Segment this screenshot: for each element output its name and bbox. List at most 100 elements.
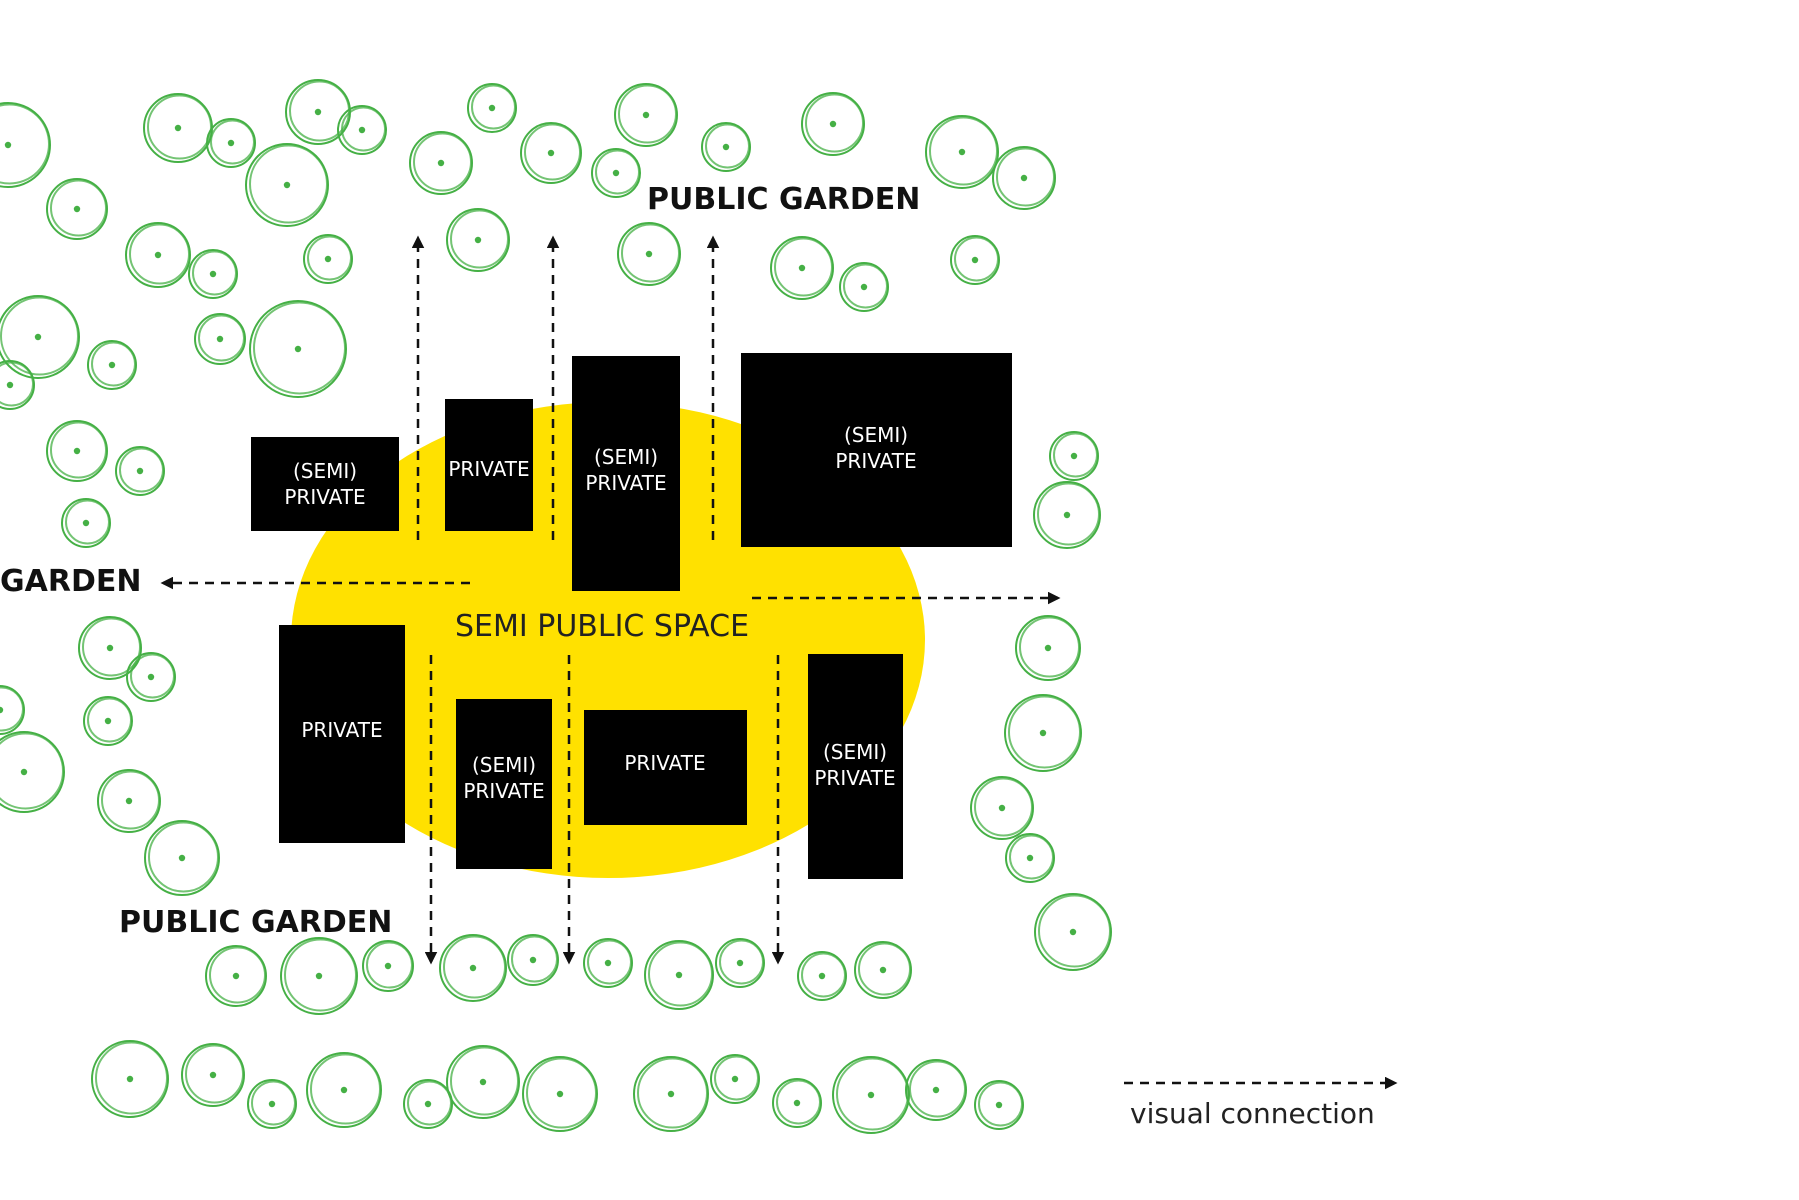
tree-icon bbox=[439, 934, 507, 1002]
block-label: PRIVATE bbox=[835, 449, 916, 473]
block-label: PRIVATE bbox=[448, 457, 529, 481]
block-semi-private: (SEMI) PRIVATE bbox=[456, 699, 552, 869]
tree-icon bbox=[1005, 833, 1055, 883]
tree-icon bbox=[715, 938, 765, 988]
tree-icon bbox=[701, 122, 751, 172]
tree-icon bbox=[247, 1079, 297, 1129]
tree-icon bbox=[770, 236, 834, 300]
tree-icon bbox=[520, 122, 582, 184]
tree-icon bbox=[403, 1079, 453, 1129]
legend-label: visual connection bbox=[1130, 1097, 1375, 1130]
tree-icon bbox=[249, 300, 347, 398]
building-blocks: (SEMI) PRIVATE PRIVATE (SEMI) PRIVATE (S… bbox=[251, 353, 1012, 879]
tree-icon bbox=[710, 1054, 760, 1104]
tree-icon bbox=[97, 769, 161, 833]
tree-icon bbox=[206, 118, 256, 168]
block-label: (SEMI) bbox=[472, 753, 536, 777]
block-private: PRIVATE bbox=[584, 710, 747, 825]
public-garden-label-top: PUBLIC GARDEN bbox=[647, 182, 920, 217]
block-label: PRIVATE bbox=[624, 751, 705, 775]
block-label: PRIVATE bbox=[585, 471, 666, 495]
tree-icon bbox=[797, 951, 847, 1001]
tree-icon bbox=[245, 143, 329, 227]
block-label: (SEMI) bbox=[293, 459, 357, 483]
block-label: PRIVATE bbox=[463, 779, 544, 803]
block-label: (SEMI) bbox=[594, 445, 658, 469]
tree-icon bbox=[801, 92, 865, 156]
tree-icon bbox=[992, 146, 1056, 210]
public-garden-label-bottom: PUBLIC GARDEN bbox=[119, 905, 392, 940]
tree-icon bbox=[181, 1043, 245, 1107]
tree-icon bbox=[1015, 615, 1081, 681]
block-label: PRIVATE bbox=[284, 485, 365, 509]
tree-icon bbox=[409, 131, 473, 195]
tree-icon bbox=[644, 940, 714, 1010]
tree-icon bbox=[0, 685, 25, 735]
tree-icon bbox=[83, 696, 133, 746]
tree-icon bbox=[854, 941, 912, 999]
tree-icon bbox=[285, 79, 351, 145]
tree-icon bbox=[925, 115, 999, 189]
tree-icon bbox=[1004, 694, 1082, 772]
tree-icon bbox=[617, 222, 681, 286]
tree-icon bbox=[950, 235, 1000, 285]
public-garden-label-left: GARDEN bbox=[0, 564, 141, 599]
tree-icon bbox=[303, 234, 353, 284]
tree-icon bbox=[1049, 431, 1099, 481]
tree-icon bbox=[91, 1040, 169, 1118]
block-label: PRIVATE bbox=[301, 718, 382, 742]
tree-icon bbox=[306, 1052, 382, 1128]
tree-icon bbox=[143, 93, 213, 163]
tree-icon bbox=[772, 1078, 822, 1128]
tree-icon bbox=[115, 446, 165, 496]
tree-icon bbox=[467, 83, 517, 133]
block-semi-private: (SEMI) PRIVATE bbox=[741, 353, 1012, 547]
tree-icon bbox=[1034, 893, 1112, 971]
block-semi-private: (SEMI) PRIVATE bbox=[808, 654, 903, 879]
tree-icon bbox=[61, 498, 111, 548]
tree-icon bbox=[0, 731, 65, 813]
block-label: (SEMI) bbox=[844, 423, 908, 447]
tree-icon bbox=[970, 776, 1034, 840]
tree-icon bbox=[0, 102, 51, 188]
tree-icon bbox=[87, 340, 137, 390]
tree-icon bbox=[188, 249, 238, 299]
tree-icon bbox=[0, 295, 80, 379]
tree-icon bbox=[0, 360, 35, 410]
tree-icon bbox=[583, 938, 633, 988]
tree-icon bbox=[839, 262, 889, 312]
trees-layer bbox=[0, 79, 1112, 1134]
block-semi-private: (SEMI) PRIVATE bbox=[572, 356, 680, 591]
tree-icon bbox=[1033, 481, 1101, 549]
tree-icon bbox=[205, 945, 267, 1007]
tree-icon bbox=[446, 1045, 520, 1119]
tree-icon bbox=[633, 1056, 709, 1132]
block-label: (SEMI) bbox=[823, 740, 887, 764]
tree-icon bbox=[46, 178, 108, 240]
tree-icon bbox=[591, 148, 641, 198]
tree-icon bbox=[126, 652, 176, 702]
block-label: PRIVATE bbox=[814, 766, 895, 790]
tree-icon bbox=[280, 937, 358, 1015]
tree-icon bbox=[337, 105, 387, 155]
tree-icon bbox=[832, 1056, 910, 1134]
block-private: PRIVATE bbox=[445, 399, 533, 531]
tree-icon bbox=[522, 1056, 598, 1132]
tree-icon bbox=[507, 934, 559, 986]
tree-icon bbox=[974, 1080, 1024, 1130]
block-semi-private: (SEMI) PRIVATE bbox=[251, 437, 399, 531]
tree-icon bbox=[905, 1059, 967, 1121]
legend: visual connection bbox=[1124, 1076, 1398, 1130]
tree-icon bbox=[614, 83, 678, 147]
tree-icon bbox=[78, 616, 142, 680]
tree-icon bbox=[46, 420, 108, 482]
semi-public-space-label: SEMI PUBLIC SPACE bbox=[455, 609, 749, 644]
tree-icon bbox=[125, 222, 191, 288]
tree-icon bbox=[144, 820, 220, 896]
visual-connection-arrows bbox=[160, 235, 1061, 965]
block-private: PRIVATE bbox=[279, 625, 405, 843]
tree-icon bbox=[446, 208, 510, 272]
tree-icon bbox=[194, 313, 246, 365]
tree-icon bbox=[362, 940, 414, 992]
